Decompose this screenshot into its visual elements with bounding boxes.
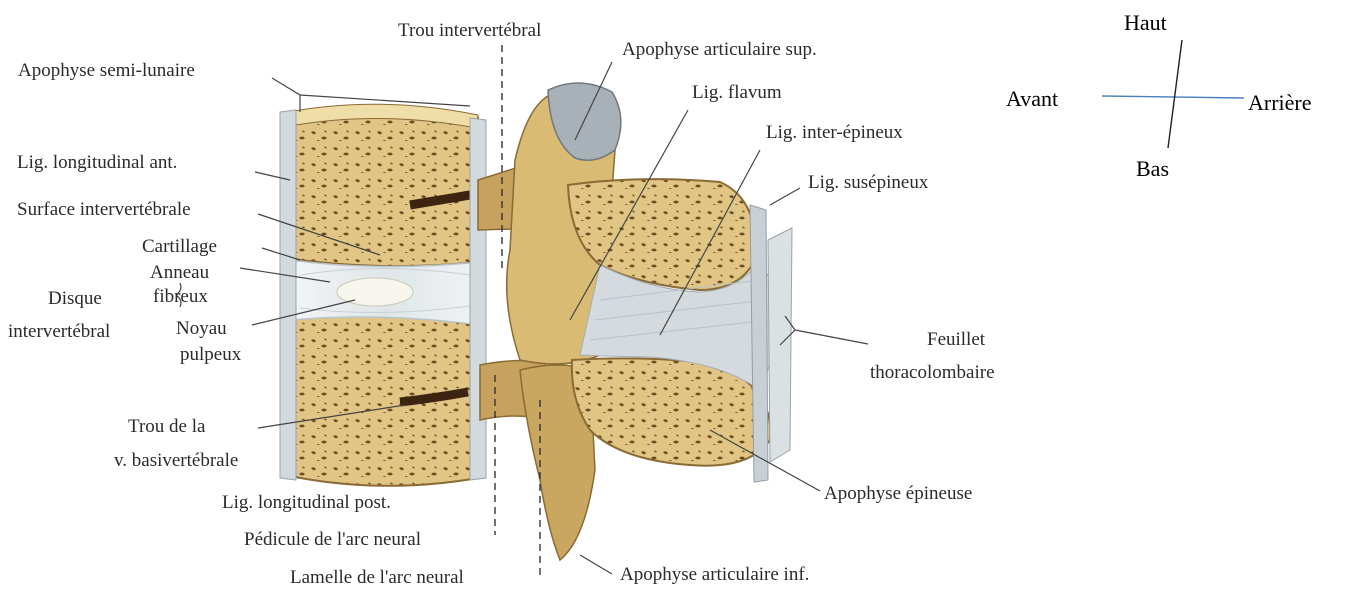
label-trou-intervertebral: Trou intervertébral bbox=[398, 20, 541, 41]
label-v-basivertebrale: v. basivertébrale bbox=[114, 450, 238, 471]
label-apophyse-semi-lunaire: Apophyse semi-lunaire bbox=[18, 60, 195, 81]
compass-haut: Haut bbox=[1124, 10, 1167, 35]
label-anneau: Anneau bbox=[150, 262, 210, 283]
compass-arriere: Arrière bbox=[1248, 90, 1312, 115]
label-lig-longitudinal-post: Lig. longitudinal post. bbox=[222, 492, 391, 513]
label-fibreux: fibreux bbox=[153, 286, 208, 307]
label-feuillet: Feuillet bbox=[927, 329, 986, 350]
label-surface-intervertebrale: Surface intervertébrale bbox=[17, 199, 191, 220]
upper-vertebral-body bbox=[285, 104, 478, 266]
label-apophyse-articulaire-inf: Apophyse articulaire inf. bbox=[620, 564, 809, 585]
intervertebral-disc bbox=[286, 260, 484, 325]
compass-vertical-line bbox=[1168, 40, 1182, 148]
label-pedicule: Pédicule de l'arc neural bbox=[244, 529, 421, 550]
compass-horizontal-line bbox=[1102, 96, 1244, 98]
label-trou-de-la: Trou de la bbox=[128, 416, 206, 437]
label-apophyse-articulaire-sup: Apophyse articulaire sup. bbox=[622, 39, 817, 60]
label-lamelle: Lamelle de l'arc neural bbox=[290, 567, 464, 588]
label-disque: Disque bbox=[48, 288, 102, 309]
compass-avant: Avant bbox=[1006, 86, 1058, 111]
lower-vertebral-body bbox=[285, 314, 478, 485]
label-intervertebral: intervertébral bbox=[8, 321, 110, 342]
label-pulpeux: pulpeux bbox=[180, 344, 242, 365]
label-noyau: Noyau bbox=[176, 318, 227, 339]
label-cartillage: Cartillage bbox=[142, 236, 217, 257]
label-lig-flavum: Lig. flavum bbox=[692, 82, 782, 103]
label-lig-inter-epineux: Lig. inter-épineux bbox=[766, 122, 903, 143]
posterior-longitudinal-ligament bbox=[470, 118, 486, 480]
label-thoracolombaire: thoracolombaire bbox=[870, 362, 995, 383]
label-lig-longitudinal-ant: Lig. longitudinal ant. bbox=[17, 152, 177, 173]
compass-bas: Bas bbox=[1136, 156, 1169, 181]
label-lig-susepineux: Lig. susépineux bbox=[808, 172, 929, 193]
label-apophyse-epineuse: Apophyse épineuse bbox=[824, 483, 972, 504]
orientation-compass: Haut Bas Avant Arrière bbox=[1006, 10, 1312, 181]
